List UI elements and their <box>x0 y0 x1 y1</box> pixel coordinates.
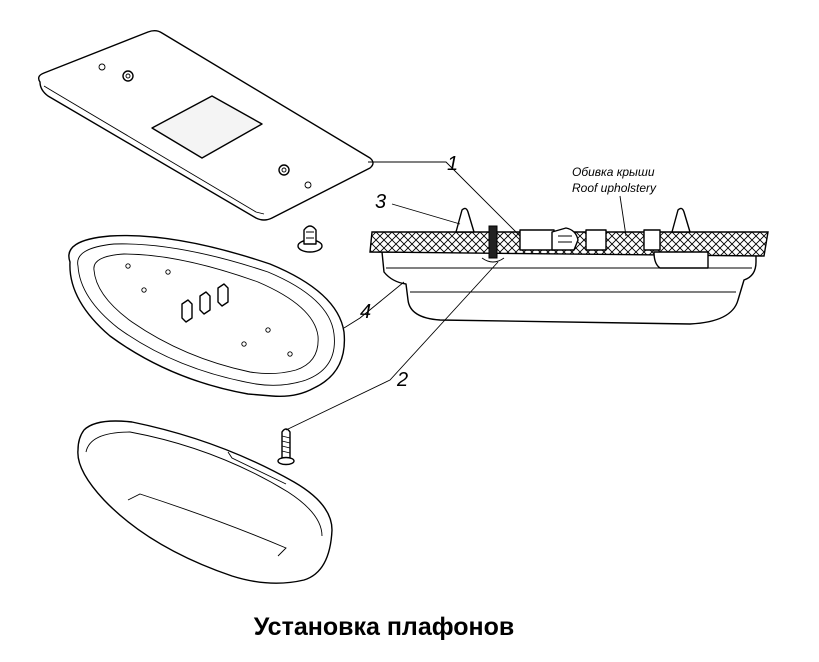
leader-lines <box>285 161 627 431</box>
screw <box>277 428 295 466</box>
callout-4: 4 <box>360 301 371 323</box>
callout-2: 2 <box>396 369 408 391</box>
upholstery-label-en: Roof upholstery <box>572 181 657 195</box>
installed-lamp-assembly <box>369 207 769 325</box>
lamp-diffuser <box>77 420 333 584</box>
callout-3: 3 <box>375 191 386 213</box>
callout-1: 1 <box>447 153 458 175</box>
upholstery-label-ru: Обивка крыши <box>572 165 655 179</box>
lamp-base <box>68 234 346 398</box>
mounting-clip <box>297 225 323 253</box>
plate-window <box>151 95 263 159</box>
figure-caption: Установка плафонов <box>254 613 515 641</box>
mounting-plate <box>37 30 374 221</box>
